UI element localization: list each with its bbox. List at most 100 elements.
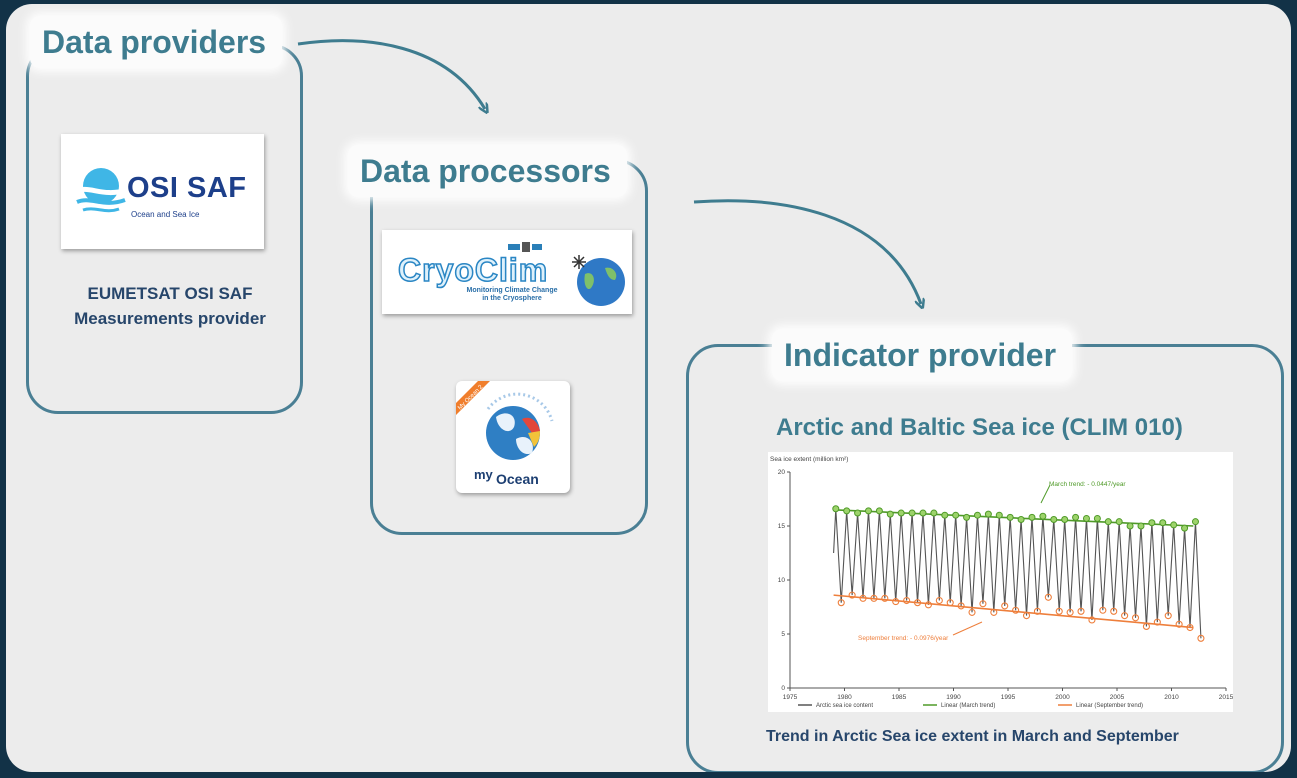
- march-point: [843, 507, 851, 515]
- september-annotation-pointer: [952, 621, 983, 636]
- march-point: [1115, 518, 1123, 526]
- x-tick-label: 2010: [1164, 694, 1179, 701]
- september-point: [1022, 612, 1031, 620]
- march-point: [941, 511, 949, 519]
- september-trend-annotation: September trend: - 0.0976/year: [858, 635, 949, 642]
- y-tick-label: 0: [781, 685, 785, 692]
- osisaf-wave-icon: [73, 168, 128, 213]
- september-point: [1044, 593, 1052, 601]
- march-point: [1126, 522, 1134, 530]
- september-point: [935, 596, 943, 605]
- september-point: [837, 599, 845, 607]
- arrow-processors-to-indicator: [693, 199, 921, 304]
- y-tick-label: 15: [778, 523, 786, 530]
- legend-label: Arctic sea ice content: [816, 703, 873, 709]
- march-point: [952, 511, 960, 519]
- y-tick-label: 10: [778, 577, 786, 584]
- march-point: [1181, 524, 1189, 532]
- september-point: [903, 596, 911, 605]
- march-trend-annotation: March trend: - 0.0447/year: [1049, 481, 1126, 488]
- providers-caption-line1: EUMETSAT OSI SAF: [87, 284, 253, 303]
- cryoclim-subtitle-line1: Monitoring Climate Change: [466, 287, 558, 294]
- x-tick-label: 1975: [783, 694, 798, 701]
- march-point: [930, 509, 938, 517]
- x-tick-label: 1980: [837, 694, 852, 701]
- march-point: [854, 509, 862, 517]
- cryoclim-logo-text: CryoClim: [397, 251, 549, 289]
- x-tick-label: 2000: [1055, 694, 1070, 701]
- myocean-logo-text: Ocean: [496, 471, 539, 487]
- september-point: [1110, 607, 1118, 615]
- september-point: [1033, 607, 1041, 615]
- march-point: [1104, 518, 1112, 526]
- satellite-icon: [508, 242, 542, 252]
- september-point: [848, 591, 856, 599]
- x-tick-label: 1990: [946, 694, 961, 701]
- september-point: [979, 600, 987, 608]
- march-point: [1082, 514, 1090, 522]
- svg-text:My Ocean 2: My Ocean 2: [457, 384, 485, 412]
- september-point: [968, 608, 976, 616]
- x-tick-label: 2005: [1110, 694, 1125, 701]
- march-point: [1170, 521, 1178, 529]
- march-point: [1028, 513, 1036, 521]
- september-point: [1186, 623, 1194, 632]
- march-point: [973, 511, 981, 519]
- indicator-title: Indicator provider: [772, 329, 1073, 381]
- processors-title: Data processors: [348, 145, 627, 197]
- september-point: [957, 602, 965, 610]
- march-point: [1191, 518, 1199, 526]
- september-point: [1066, 608, 1074, 616]
- myocean-logo: My Ocean 2 my Ocean: [456, 381, 570, 493]
- september-point: [892, 598, 900, 606]
- march-point: [1137, 522, 1145, 530]
- x-tick-label: 1995: [1001, 694, 1016, 701]
- march-point: [897, 509, 905, 517]
- chart-caption: Trend in Arctic Sea ice extent in March …: [766, 728, 1179, 745]
- providers-caption: EUMETSAT OSI SAF Measurements provider: [40, 281, 300, 331]
- y-tick-label: 5: [781, 631, 785, 638]
- osisaf-logo: OSI SAF Ocean and Sea Ice: [61, 134, 264, 249]
- september-point: [881, 594, 889, 602]
- september-point: [1142, 622, 1150, 630]
- march-point: [1159, 519, 1167, 527]
- legend-label: Linear (September trend): [1076, 703, 1143, 709]
- march-point: [995, 511, 1003, 519]
- september-point: [1175, 620, 1183, 628]
- september-point: [1121, 612, 1129, 620]
- myocean-prefix: my: [474, 467, 493, 482]
- september-point: [990, 608, 998, 616]
- march-point: [963, 513, 971, 521]
- providers-title: Data providers: [30, 16, 283, 68]
- march-point: [1148, 519, 1156, 527]
- september-trend-line: [833, 594, 1194, 629]
- myocean-ribbon-label: My Ocean 2: [457, 384, 485, 412]
- march-point: [1093, 514, 1101, 522]
- osisaf-logo-text: OSI SAF: [127, 172, 247, 204]
- march-point: [864, 507, 872, 515]
- march-point: [908, 509, 916, 517]
- cryoclim-logo: CryoClim Monitoring Climate Change in th…: [382, 230, 632, 314]
- september-point: [1099, 606, 1107, 614]
- march-point: [832, 505, 840, 513]
- september-point: [946, 599, 954, 607]
- earth-snowflake-icon: [572, 255, 625, 306]
- diagram-canvas: Data providers Data processors Indicator…: [6, 4, 1291, 772]
- legend-label: Linear (March trend): [941, 703, 995, 709]
- september-point: [1088, 616, 1096, 624]
- march-point: [1050, 516, 1058, 524]
- september-point: [1012, 606, 1020, 614]
- march-point: [1039, 512, 1047, 520]
- march-annotation-pointer: [1040, 484, 1051, 504]
- chart-heading: Arctic and Baltic Sea ice (CLIM 010): [776, 414, 1183, 441]
- march-point: [886, 510, 894, 518]
- september-point: [1001, 602, 1009, 610]
- arrow-providers-to-processors: [297, 39, 485, 109]
- september-point: [1131, 614, 1140, 622]
- september-point: [924, 601, 932, 609]
- september-point: [1055, 607, 1063, 615]
- y-tick-label: 20: [778, 469, 786, 476]
- september-point: [870, 594, 878, 602]
